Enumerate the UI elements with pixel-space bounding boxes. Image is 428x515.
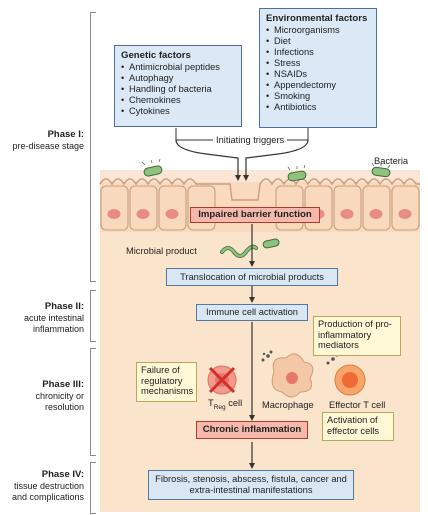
epithelial-surface xyxy=(99,178,420,201)
environmental-factor-item: Antibiotics xyxy=(266,102,370,113)
phase-1-bracket xyxy=(90,12,96,282)
genetic-factors-box: Genetic factors Antimicrobial peptides A… xyxy=(114,45,242,127)
genetic-factor-item: Antimicrobial peptides xyxy=(121,62,235,73)
environmental-factors-list: Microorganisms Diet Infections Stress NS… xyxy=(266,25,370,113)
treg-letter: T xyxy=(208,398,214,408)
genetic-factor-item: Cytokines xyxy=(121,106,235,117)
environmental-factors-box: Environmental factors Microorganisms Die… xyxy=(259,8,377,128)
environmental-factor-item: Stress xyxy=(266,58,370,69)
treg-subscript: Reg xyxy=(213,403,226,411)
phase-3-bracket xyxy=(90,348,96,456)
environmental-factor-item: Smoking xyxy=(266,91,370,102)
phase-2-title: Phase II: xyxy=(44,301,84,312)
treg-cell-label: TReg cell xyxy=(208,398,242,411)
genetic-factors-list: Antimicrobial peptides Autophagy Handlin… xyxy=(121,62,235,117)
treg-suffix: cell xyxy=(225,398,243,408)
effector-t-cell-label: Effector T cell xyxy=(329,400,386,410)
outcome-box: Fibrosis, stenosis, abscess, fistula, ca… xyxy=(148,470,354,500)
macrophage-label: Macrophage xyxy=(262,400,314,410)
activation-effector-box: Activation of effector cells xyxy=(322,412,394,441)
phase-3-title: Phase III: xyxy=(42,379,84,390)
environmental-factor-item: Diet xyxy=(266,36,370,47)
genetic-factor-item: Chemokines xyxy=(121,95,235,106)
phase-1-subtitle: pre-disease stage xyxy=(12,141,84,151)
phase-2-bracket xyxy=(90,290,96,342)
effector-t-cell xyxy=(326,353,366,396)
genetic-factor-item: Handling of bacteria xyxy=(121,84,235,95)
genetic-factor-item: Autophagy xyxy=(121,73,235,84)
phase-4-bracket xyxy=(90,462,96,514)
phase-4-subtitle: tissue destruction and complications xyxy=(11,481,84,502)
bacteria-label: Bacteria xyxy=(374,156,409,166)
phase-3-subtitle: chronicity or resolution xyxy=(35,391,84,412)
epithelial-cells xyxy=(100,185,420,231)
microbial-product-label: Microbial product xyxy=(126,246,197,256)
immune-activation-box: Immune cell activation xyxy=(196,304,308,321)
treg-cell xyxy=(207,365,237,395)
environmental-factor-item: Infections xyxy=(266,47,370,58)
initiating-triggers-label: Initiating triggers xyxy=(213,135,288,145)
bacteria xyxy=(143,165,391,249)
environmental-factor-item: Appendectomy xyxy=(266,80,370,91)
environmental-factor-item: NSAIDs xyxy=(266,69,370,80)
chronic-inflammation-box: Chronic inflammation xyxy=(196,421,308,439)
translocation-box: Translocation of microbial products xyxy=(166,268,338,286)
phase-2-subtitle: acute intestinal inflammation xyxy=(23,313,84,334)
production-mediators-box: Production of pro-inflammatory mediators xyxy=(313,316,401,356)
environmental-factor-item: Microorganisms xyxy=(266,25,370,36)
macrophage-cell xyxy=(261,350,314,398)
impaired-barrier-box: Impaired barrier function xyxy=(190,207,320,223)
genetic-factors-title: Genetic factors xyxy=(121,50,191,61)
failure-regulatory-box: Failure of regulatory mechanisms xyxy=(136,362,197,402)
phase-4-title: Phase IV: xyxy=(41,469,84,480)
environmental-factors-title: Environmental factors xyxy=(266,13,368,24)
phase-1-title: Phase I: xyxy=(47,129,84,140)
